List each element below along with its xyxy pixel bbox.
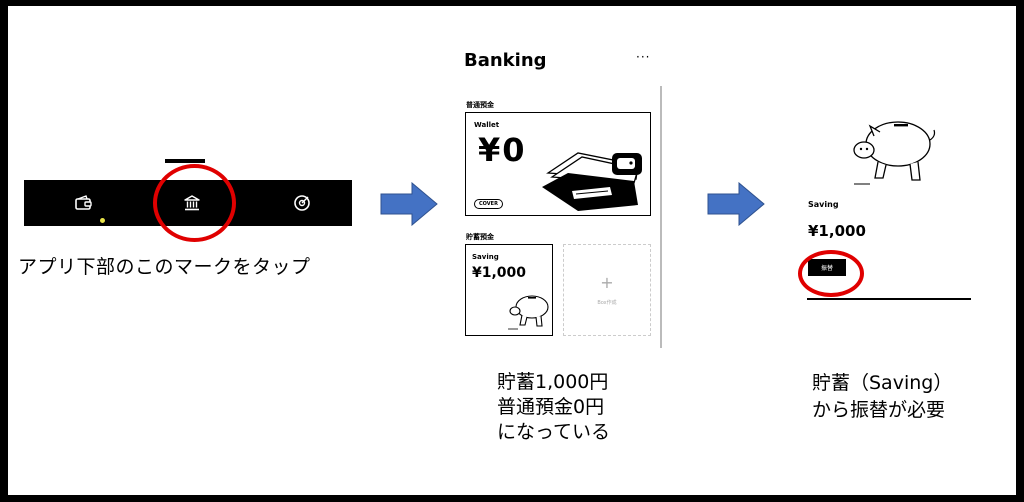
nav-item-wallet[interactable] [54, 180, 114, 226]
highlight-circle-transfer [798, 250, 864, 297]
step2-caption-line: 普通預金0円 [497, 396, 605, 418]
step1-caption: アプリ下部のこのマークをタップ [18, 256, 311, 278]
step3-caption-line: から振替が必要 [812, 399, 946, 421]
wallet-card-name: Wallet [474, 121, 500, 129]
arrow-right-icon [380, 182, 438, 226]
active-dot [100, 218, 105, 223]
banking-title: Banking [464, 50, 547, 71]
wallet-illustration-icon [542, 152, 642, 211]
nav-item-target[interactable] [272, 180, 332, 226]
cover-badge: COVER [474, 199, 503, 209]
more-menu-icon[interactable]: ··· [636, 50, 651, 64]
step3-caption-line: 貯蓄（Saving） [812, 372, 953, 394]
saving-card-amount: ¥1,000 [472, 265, 527, 281]
saving-detail-name: Saving [808, 200, 839, 209]
wallet-card[interactable]: Wallet ¥0 COVER [465, 112, 651, 216]
savings-deposit-label: 貯蓄預金 [466, 233, 494, 241]
step2-caption-line: になっている [497, 421, 611, 443]
piggy-bank-icon [508, 295, 549, 330]
saving-card[interactable]: Saving ¥1,000 [465, 244, 553, 336]
wallet-card-amount: ¥0 [478, 131, 527, 169]
saving-detail-amount: ¥1,000 [808, 222, 866, 240]
detail-divider [807, 298, 971, 300]
wallet-icon [75, 195, 92, 210]
create-box-label: Box作成 [597, 299, 617, 306]
active-tab-indicator [165, 159, 205, 163]
regular-deposit-label: 普通預金 [466, 101, 494, 109]
piggy-bank-large-icon [853, 121, 936, 185]
arrow-right-icon [707, 182, 765, 226]
scroll-divider [660, 86, 662, 348]
step3-caption: 貯蓄（Saving） から振替が必要 [812, 370, 952, 424]
create-box-button[interactable]: + Box作成 [563, 244, 651, 336]
plus-icon: + [600, 272, 614, 292]
step2-caption: 貯蓄1,000円 普通預金0円 になっている [497, 370, 610, 445]
target-icon [294, 195, 310, 211]
saving-card-name: Saving [472, 253, 499, 261]
highlight-circle-bank [153, 164, 236, 242]
step2-caption-line: 貯蓄1,000円 [497, 371, 609, 393]
